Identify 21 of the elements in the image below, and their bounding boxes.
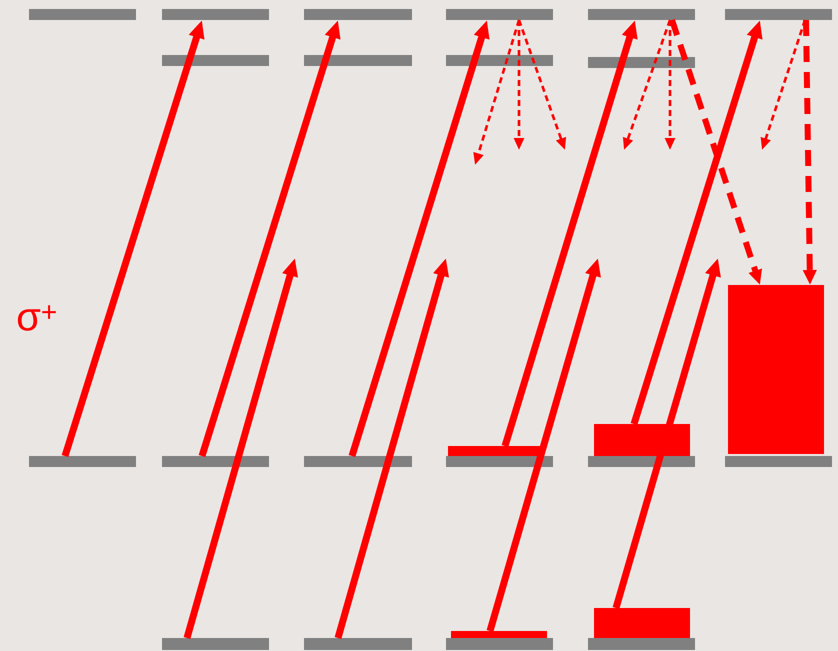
energy-level bbox=[588, 456, 695, 467]
polarization-label: σ$^{+}$ bbox=[18, 305, 56, 331]
energy-level bbox=[162, 638, 269, 650]
energy-level bbox=[588, 638, 695, 650]
energy-level bbox=[588, 9, 695, 20]
energy-level bbox=[446, 9, 553, 20]
energy-level bbox=[304, 638, 412, 650]
population-block bbox=[728, 285, 824, 454]
energy-level bbox=[446, 638, 553, 650]
energy-level bbox=[29, 456, 136, 467]
energy-level bbox=[446, 456, 553, 467]
energy-level bbox=[725, 456, 832, 467]
energy-level bbox=[162, 456, 269, 467]
energy-level bbox=[304, 9, 412, 20]
energy-level bbox=[304, 55, 412, 66]
population-block bbox=[594, 608, 690, 639]
energy-level bbox=[304, 456, 412, 467]
energy-level bbox=[162, 55, 269, 66]
energy-level bbox=[725, 9, 832, 20]
energy-level bbox=[29, 9, 136, 20]
energy-level bbox=[162, 9, 269, 20]
